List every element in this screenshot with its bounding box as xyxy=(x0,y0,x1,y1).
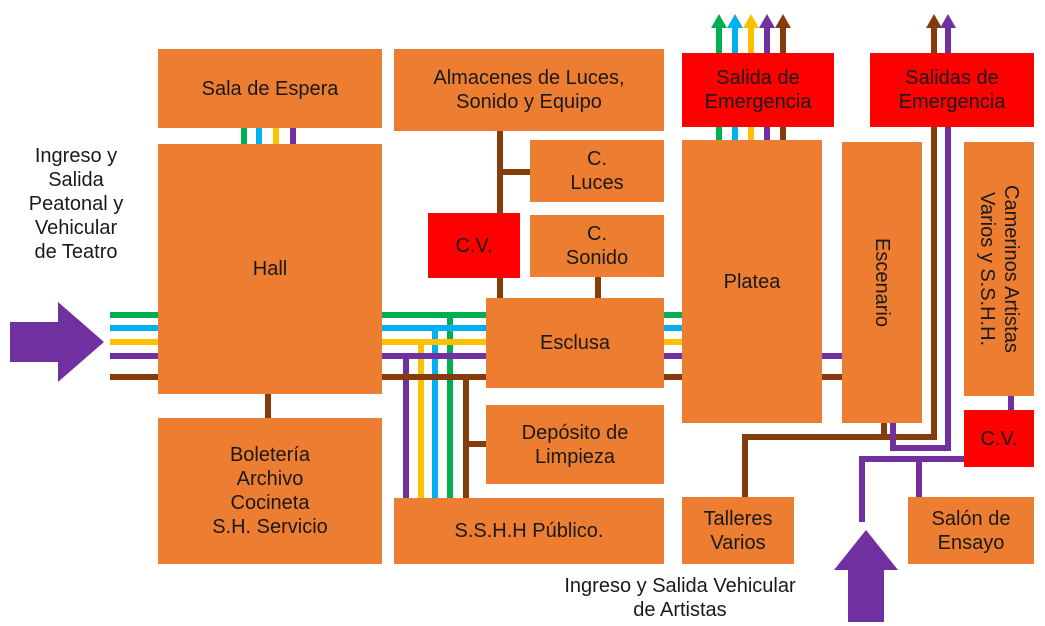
room-cv-right: C.V. xyxy=(964,410,1034,467)
brown-arrow-exit-platea xyxy=(775,14,791,28)
room-escenario: Escenario xyxy=(842,142,922,423)
room-sshh-publico: S.S.H.H Público. xyxy=(394,498,664,564)
brown-arrow-exit-backstage xyxy=(926,14,942,28)
room-control-luces: C. Luces xyxy=(530,140,664,202)
yellow-arrow-exit-platea xyxy=(743,14,759,28)
purple-arrow-exit-backstage xyxy=(940,14,956,28)
brown-line-backstage xyxy=(742,423,887,497)
room-almacenes: Almacenes de Luces, Sonido y Equipo xyxy=(394,49,664,131)
room-hall: Hall xyxy=(158,144,382,394)
room-boleteria: Boletería Archivo Cocineta S.H. Servicio xyxy=(158,418,382,564)
room-salidas-emergencia: Salidas de Emergencia xyxy=(870,53,1034,127)
purple-arrow-exit-platea xyxy=(759,14,775,28)
room-salida-emergencia: Salida de Emergencia xyxy=(682,53,834,127)
artist-entry-arrow xyxy=(834,530,898,622)
label-ingreso-teatro: Ingreso y Salida Peatonal y Vehicular de… xyxy=(28,145,124,263)
blue-arrow-exit-platea xyxy=(727,14,743,28)
room-talleres: Talleres Varios xyxy=(682,497,794,564)
purple-line-backstage xyxy=(890,28,951,451)
room-cv-left: C.V. xyxy=(428,213,520,278)
label-ingreso-artistas: Ingreso y Salida Vehicular de Artistas xyxy=(564,575,796,621)
room-deposito-limpieza: Depósito de Limpieza xyxy=(486,405,664,484)
room-sala-espera: Sala de Espera xyxy=(158,49,382,128)
room-camerinos: Camerinos Artistas Varios y S.S.H.H. xyxy=(964,142,1034,396)
room-esclusa: Esclusa xyxy=(486,298,664,388)
theater-entry-arrow xyxy=(10,302,104,382)
purple-line-artist-entry xyxy=(859,456,964,522)
room-salon-ensayo: Salón de Ensayo xyxy=(908,497,1034,564)
room-control-sonido: C. Sonido xyxy=(530,215,664,277)
room-platea: Platea xyxy=(682,140,822,423)
brown-line-backstage-exit xyxy=(884,28,937,440)
green-arrow-exit-platea xyxy=(711,14,727,28)
